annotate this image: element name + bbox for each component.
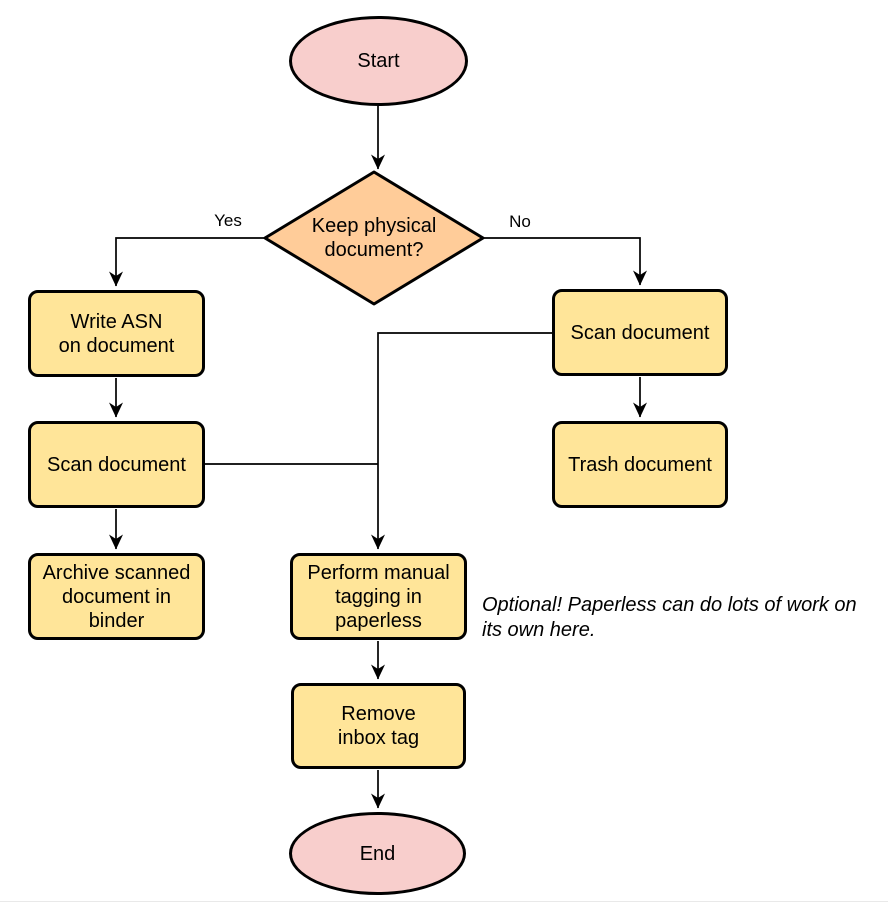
node-start: Start — [289, 16, 468, 106]
node-trash-document: Trash document — [552, 421, 728, 508]
node-decision-label: Keep physical document? — [311, 215, 437, 261]
edge-decision-no-to-scan-right — [483, 237, 647, 286]
edge-decision-yes-to-write-asn — [109, 237, 265, 287]
page-bottom-edge — [0, 901, 888, 902]
node-perform-manual-tagging: Perform manual tagging in paperless — [290, 553, 467, 640]
node-archive-scanned-document: Archive scanned document in binder — [28, 553, 205, 640]
node-scan-document-left: Scan document — [28, 421, 205, 508]
node-end: End — [289, 812, 466, 895]
node-scan-document-right: Scan document — [552, 289, 728, 376]
node-remove-inbox-tag: Remove inbox tag — [291, 683, 466, 769]
edge-label-yes: Yes — [214, 211, 242, 230]
edge-scan-right-to-perform-tagging — [371, 332, 552, 550]
note-optional-paperless: Optional! Paperless can do lots of work … — [482, 594, 857, 641]
node-write-asn-on-document: Write ASN on document — [28, 290, 205, 377]
edge-label-no: No — [509, 212, 531, 231]
decision-diamond-shape — [263, 170, 485, 306]
